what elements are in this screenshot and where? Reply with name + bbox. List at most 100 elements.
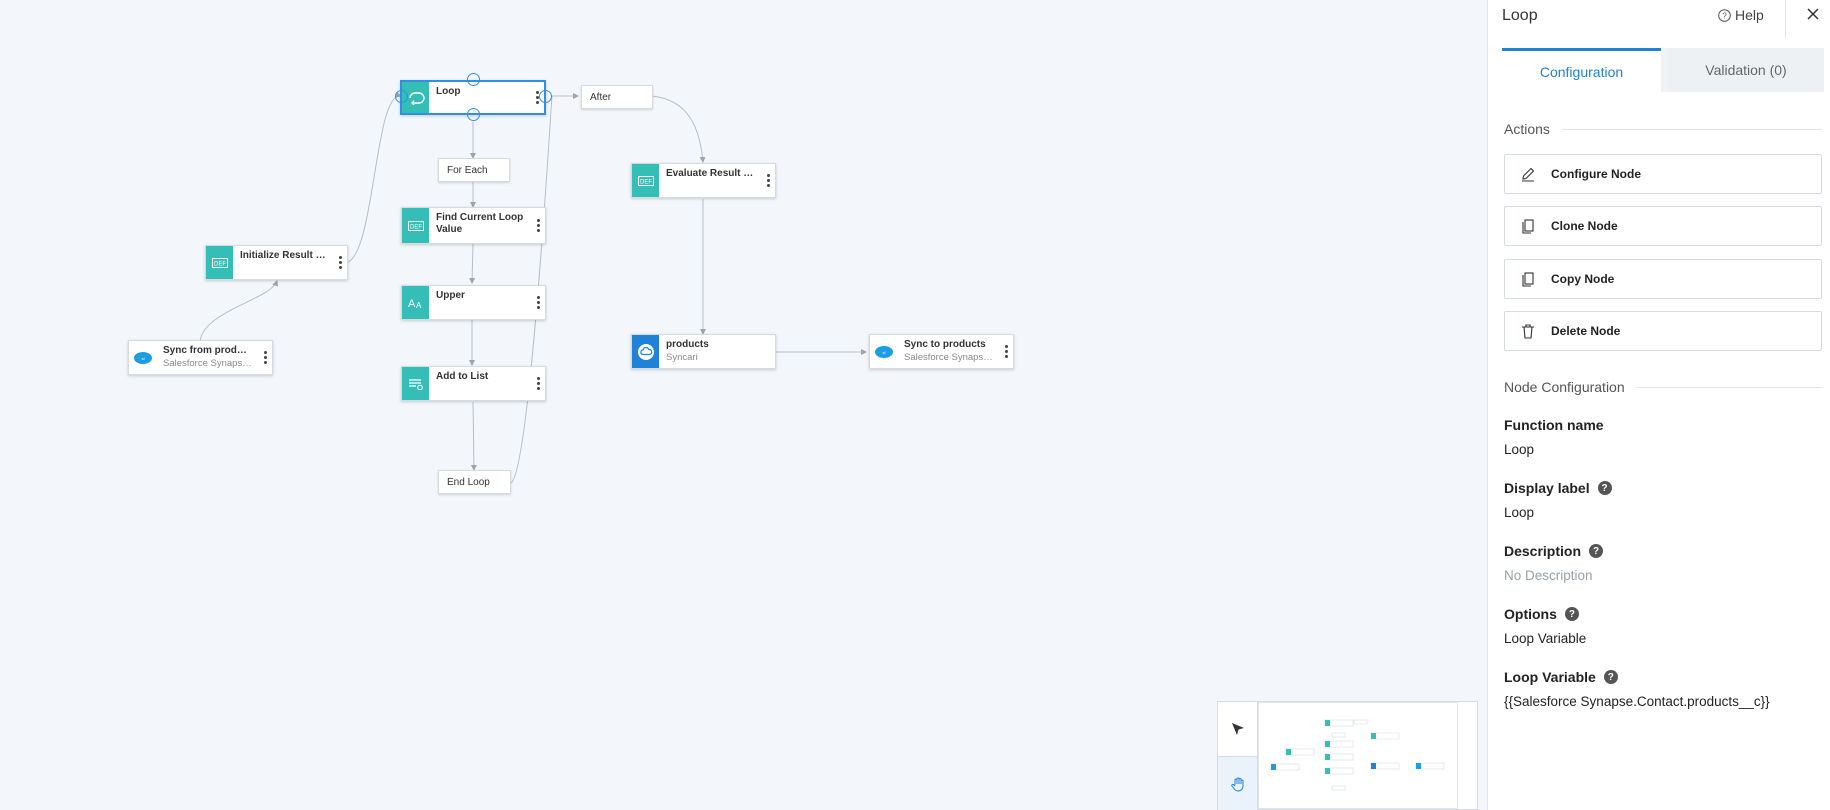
node-title: Upper bbox=[436, 290, 465, 301]
help-icon[interactable]: ? bbox=[1564, 607, 1579, 621]
edge-layer bbox=[199, 91, 867, 484]
loop-variable-label: Loop Variable? bbox=[1504, 669, 1618, 685]
list-add-icon bbox=[402, 367, 429, 400]
trash-icon bbox=[1505, 323, 1551, 339]
port-left[interactable] bbox=[395, 90, 408, 103]
copy-icon bbox=[1505, 218, 1551, 234]
node-menu-button[interactable] bbox=[333, 246, 347, 279]
node-title: Sync to products bbox=[904, 339, 986, 350]
header-divider bbox=[1785, 0, 1786, 38]
hand-icon bbox=[1230, 777, 1243, 792]
close-panel-button[interactable] bbox=[1806, 5, 1820, 26]
loop-variable-value: {{Salesforce Synapse.Contact.products__c… bbox=[1504, 694, 1770, 709]
help-icon[interactable]: ? bbox=[1589, 544, 1604, 558]
tab-validation[interactable]: Validation (0) bbox=[1668, 48, 1824, 92]
actions-heading: Actions bbox=[1504, 121, 1822, 137]
def-function-icon: DEF bbox=[206, 246, 233, 279]
node-details-panel: Loop ? Help Configuration Validation (0)… bbox=[1487, 0, 1830, 810]
node-evaluate-result-list[interactable]: DEF Evaluate Result List bbox=[631, 163, 776, 198]
pan-tool-button[interactable] bbox=[1218, 756, 1257, 810]
node-title: Loop bbox=[436, 86, 461, 97]
label-for-each[interactable]: For Each bbox=[438, 158, 510, 182]
description-label: Description? bbox=[1504, 543, 1604, 559]
node-configuration-heading: Node Configuration bbox=[1504, 379, 1822, 395]
node-menu-button[interactable] bbox=[761, 164, 775, 197]
syncari-cloud-icon bbox=[632, 335, 659, 368]
display-label-value: Loop bbox=[1504, 505, 1535, 520]
label-after[interactable]: After bbox=[581, 85, 653, 109]
label-end-loop[interactable]: End Loop bbox=[438, 470, 511, 494]
svg-text:DEF: DEF bbox=[640, 179, 652, 185]
delete-node-button[interactable]: Delete Node bbox=[1504, 311, 1822, 351]
port-right[interactable] bbox=[539, 90, 552, 103]
node-title: products bbox=[666, 339, 709, 350]
salesforce-icon: sf bbox=[870, 335, 897, 368]
edge-add-endloop bbox=[470, 401, 477, 471]
node-add-to-list[interactable]: Add to List bbox=[401, 366, 546, 401]
copy-icon bbox=[1505, 271, 1551, 287]
svg-text:A: A bbox=[408, 298, 416, 309]
svg-text:A: A bbox=[416, 301, 422, 309]
action-label: Configure Node bbox=[1551, 167, 1641, 181]
node-menu-button[interactable] bbox=[258, 341, 272, 374]
port-top[interactable] bbox=[467, 73, 480, 86]
minimap-preview bbox=[1258, 702, 1458, 809]
panel-tabs: Configuration Validation (0) bbox=[1502, 48, 1824, 92]
pencil-icon bbox=[1505, 166, 1551, 182]
edge-syncfrom-init bbox=[199, 280, 279, 342]
options-value: Loop Variable bbox=[1504, 631, 1587, 646]
def-function-icon: DEF bbox=[402, 208, 429, 243]
node-title: Add to List bbox=[436, 371, 489, 382]
help-icon[interactable]: ? bbox=[1597, 481, 1612, 495]
clone-node-button[interactable]: Clone Node bbox=[1504, 206, 1822, 246]
node-menu-button[interactable] bbox=[999, 335, 1013, 368]
edge-after-eval bbox=[651, 95, 706, 163]
help-icon[interactable]: ? bbox=[1603, 670, 1618, 684]
configure-node-button[interactable]: Configure Node bbox=[1504, 154, 1822, 194]
svg-text:DEF: DEF bbox=[214, 261, 226, 267]
function-name-value: Loop bbox=[1504, 442, 1535, 457]
edge-find-upper bbox=[469, 243, 476, 284]
function-name-label: Function name bbox=[1504, 417, 1604, 433]
canvas-toolbar bbox=[1217, 701, 1257, 810]
node-subtitle: Syncari bbox=[666, 352, 698, 363]
minimap[interactable] bbox=[1257, 701, 1478, 810]
node-find-current-loop-value[interactable]: DEF Find Current Loop Value bbox=[401, 207, 546, 244]
action-label: Delete Node bbox=[1551, 324, 1621, 338]
action-label: Copy Node bbox=[1551, 272, 1615, 286]
port-bottom[interactable] bbox=[467, 108, 480, 121]
edge-init-loop bbox=[347, 91, 402, 263]
help-link[interactable]: ? Help bbox=[1718, 7, 1764, 23]
node-subtitle: Salesforce Synapse.Contact bbox=[904, 352, 993, 363]
salesforce-icon: sf bbox=[129, 341, 156, 374]
panel-title: Loop bbox=[1502, 7, 1538, 24]
node-initialize-result-list[interactable]: DEF Initialize Result List bbox=[205, 245, 348, 280]
workflow-canvas[interactable]: Loop For Each DEF Find Current Loop Valu… bbox=[0, 0, 1487, 810]
node-menu-button[interactable] bbox=[530, 82, 544, 113]
node-title: Sync from products bbox=[163, 345, 252, 356]
node-menu-button[interactable] bbox=[531, 208, 545, 243]
options-label: Options? bbox=[1504, 606, 1579, 622]
def-function-icon: DEF bbox=[632, 164, 659, 197]
pointer-icon bbox=[1231, 723, 1244, 735]
svg-text:?: ? bbox=[1722, 11, 1727, 20]
tab-configuration[interactable]: Configuration bbox=[1502, 48, 1661, 92]
description-value: No Description bbox=[1504, 568, 1593, 583]
node-menu-button[interactable] bbox=[531, 367, 545, 400]
action-label: Clone Node bbox=[1551, 219, 1618, 233]
svg-text:DEF: DEF bbox=[410, 224, 422, 230]
node-title: Find Current Loop Value bbox=[436, 212, 524, 235]
node-menu-button[interactable] bbox=[531, 286, 545, 319]
help-circle-icon: ? bbox=[1718, 8, 1731, 22]
select-tool-button[interactable] bbox=[1218, 702, 1257, 756]
copy-node-button[interactable]: Copy Node bbox=[1504, 259, 1822, 299]
close-icon bbox=[1807, 8, 1819, 20]
help-label: Help bbox=[1735, 7, 1764, 23]
display-label-label: Display label? bbox=[1504, 480, 1612, 496]
node-title: Initialize Result List bbox=[240, 250, 327, 261]
